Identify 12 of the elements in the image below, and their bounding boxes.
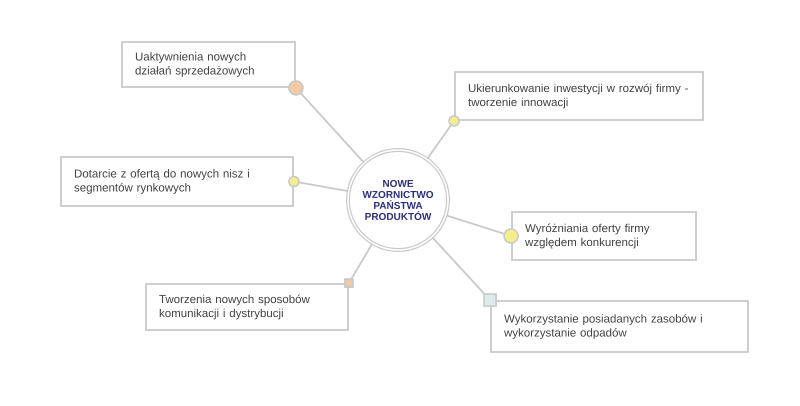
connector [426, 115, 460, 160]
connector [446, 214, 519, 244]
text-box: Ukierunkowanie inwestycji w rozwój firmy - tworzenie innowacji [454, 71, 704, 121]
text-box: Uaktywnienia nowych działań sprzedażowych [121, 41, 296, 88]
text-box: Wyróżniania oferty firmy względem konkurencji [511, 211, 697, 261]
connector [344, 243, 374, 288]
text-box: Tworzenia nowych sposobów komunikacji i dystrybucji [145, 283, 349, 331]
connector [432, 236, 497, 307]
text-box: Wykorzystanie posiadanych zasobów i wykorzystanie odpadów [490, 300, 749, 353]
text-box: Dotarcie z ofertą do nowych nisz i segmentów rynkowych [60, 156, 294, 207]
connector [288, 176, 348, 192]
connector [288, 80, 365, 164]
